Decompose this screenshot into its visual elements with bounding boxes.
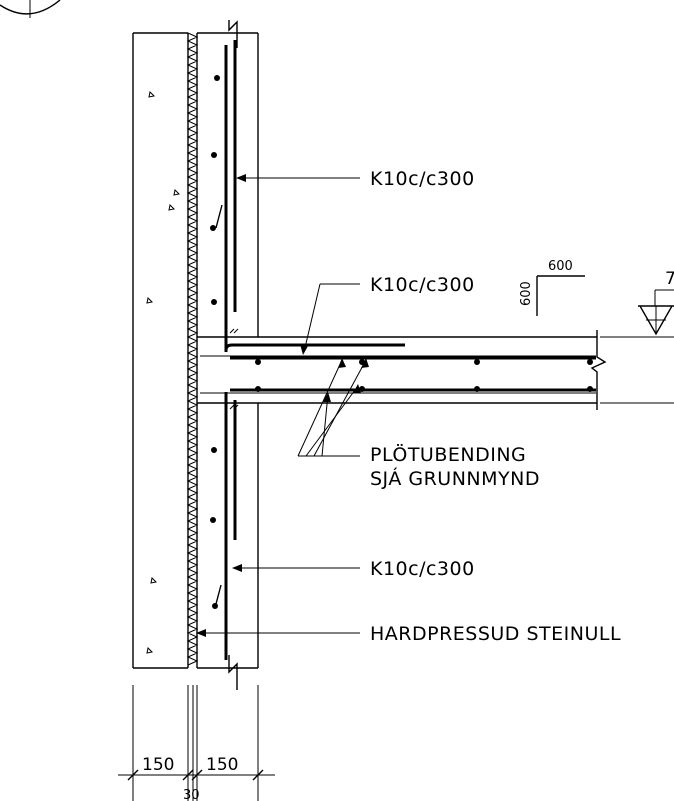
dimension-lines (118, 685, 275, 801)
insulation-layer (186, 32, 199, 668)
detail-box-symbol (536, 275, 585, 316)
label-rebar-top: K10c/c300 (370, 168, 475, 190)
leader-rebar-mid (300, 283, 360, 355)
leader-slab-bending (297, 358, 369, 457)
label-rebar-bottom: K10c/c300 (370, 558, 475, 580)
section-marker (0, 0, 61, 18)
floor-slab (197, 328, 674, 410)
outer-wall-leaf (132, 32, 189, 669)
elevation-marker (638, 289, 674, 336)
leader-insulation (196, 629, 360, 637)
detail-box-width: 600 (548, 259, 573, 274)
elevation-marker-label: 7 (665, 269, 674, 289)
dim-inner-wall: 150 (206, 755, 238, 775)
label-rebar-mid: K10c/c300 (370, 274, 475, 296)
dim-outer-wall: 150 (142, 755, 174, 775)
label-slab-note-2: SJÁ GRUNNMYND (370, 467, 540, 490)
label-slab-note-1: PLÖTUBENDING (370, 443, 526, 466)
leader-rebar-top (236, 174, 360, 182)
leader-rebar-bottom (232, 564, 360, 572)
dim-gap: 30 (183, 788, 200, 801)
label-insulation: HARDPRESSUD STEINULL (370, 623, 621, 645)
inner-wall-leaf (196, 20, 405, 690)
detail-box-height: 600 (519, 281, 534, 306)
